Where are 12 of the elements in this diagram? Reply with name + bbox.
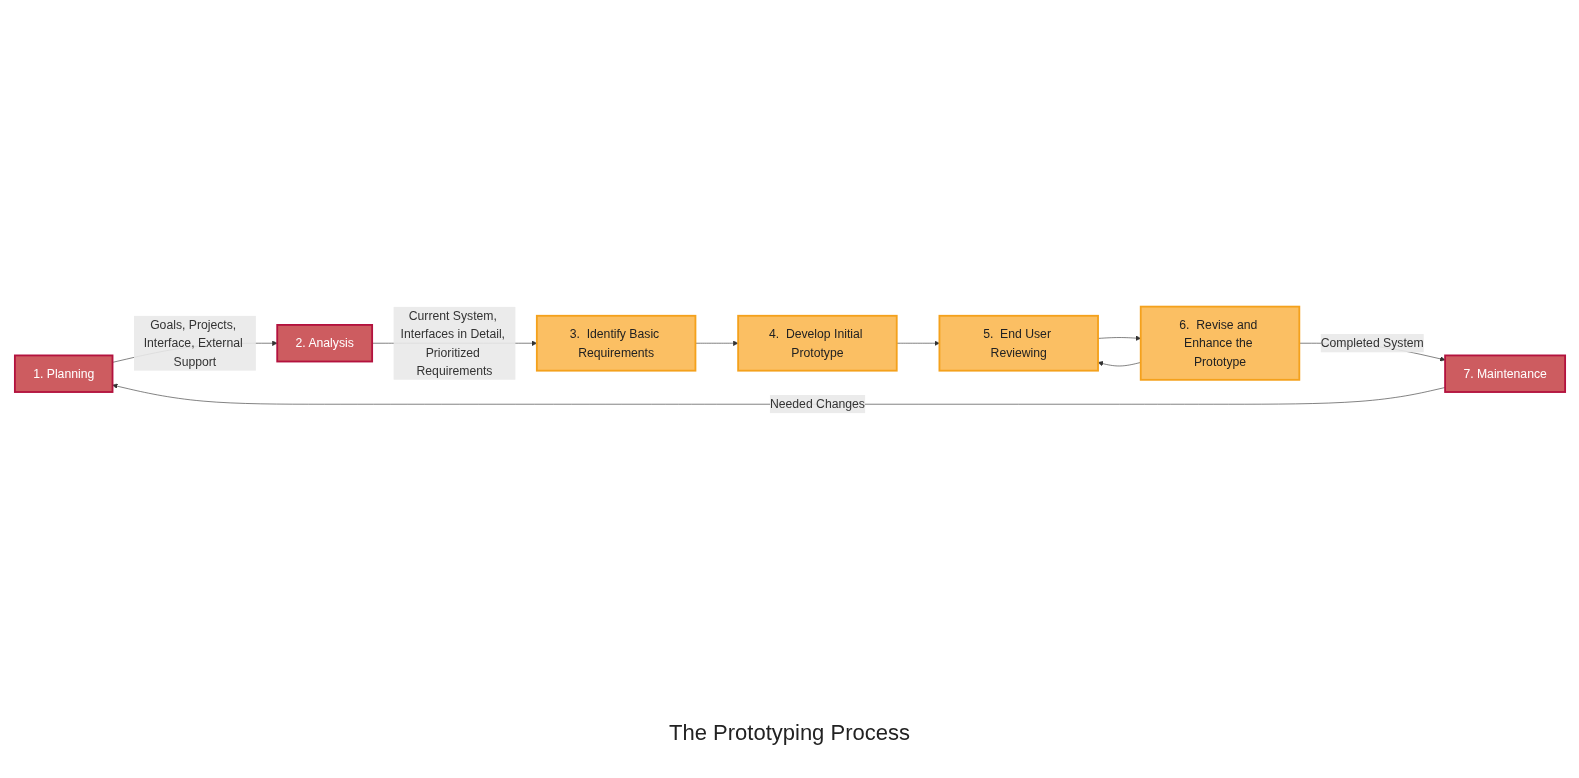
- process-caption: The Prototyping Process: [668, 720, 911, 746]
- edge-label: Completed System: [1320, 336, 1424, 350]
- edge-label: Current System, Interfaces in Detail, Prioritized Requirements: [400, 309, 505, 378]
- node-box: 6. Revise and Enhance the Prototype: [1139, 305, 1300, 381]
- node-box: 1. Planning: [13, 354, 113, 393]
- node-box: 4. Develop Initial Prototype: [736, 314, 898, 372]
- node-box: 7. Maintenance: [1443, 354, 1566, 393]
- node-box: 5. End User Reviewing: [938, 314, 1099, 372]
- node-box: 3. Identify Basic Requirements: [535, 314, 696, 372]
- edge-label: Needed Changes: [769, 397, 865, 411]
- node-box: 2. Analysis: [275, 324, 373, 363]
- edge-label: Goals, Projects, Interface, External Support: [143, 318, 243, 369]
